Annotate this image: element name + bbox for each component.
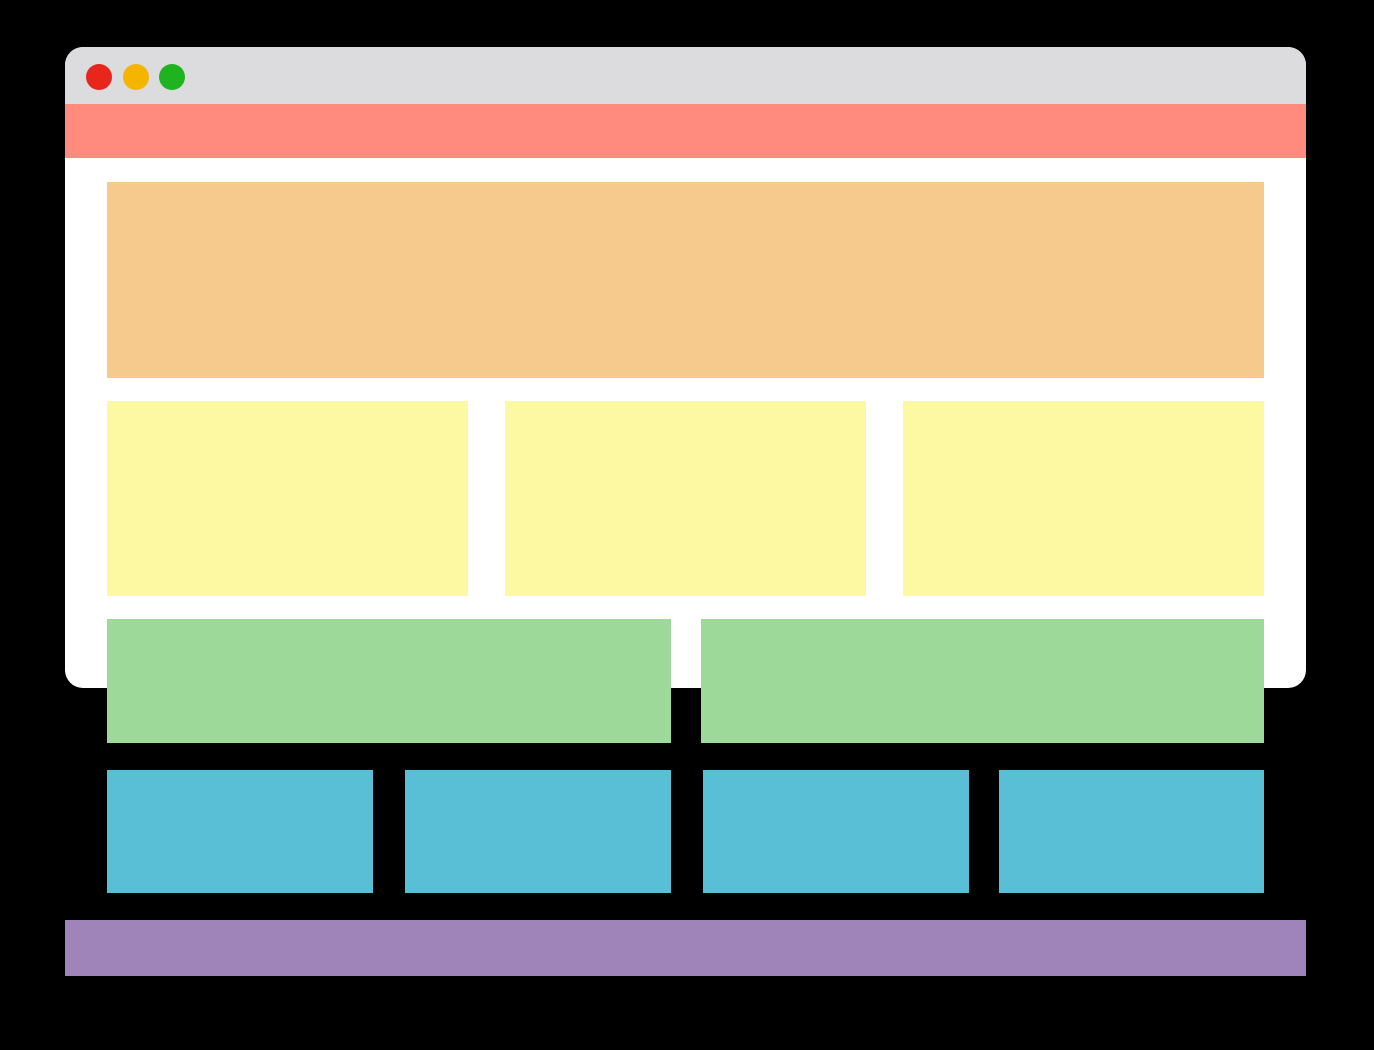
- four-column-block: [107, 770, 373, 893]
- hero-block: [107, 182, 1264, 378]
- four-column-block: [999, 770, 1264, 893]
- four-column-block: [405, 770, 671, 893]
- two-column-block: [701, 619, 1264, 743]
- three-column-block: [107, 401, 468, 596]
- three-column-block: [505, 401, 866, 596]
- title-bar: [65, 47, 1306, 104]
- header-bar: [65, 104, 1306, 158]
- footer-bar: [65, 920, 1306, 976]
- close-icon[interactable]: [86, 64, 112, 90]
- two-column-block: [107, 619, 671, 743]
- maximize-icon[interactable]: [159, 64, 185, 90]
- four-column-block: [703, 770, 969, 893]
- three-column-block: [903, 401, 1264, 596]
- minimize-icon[interactable]: [123, 64, 149, 90]
